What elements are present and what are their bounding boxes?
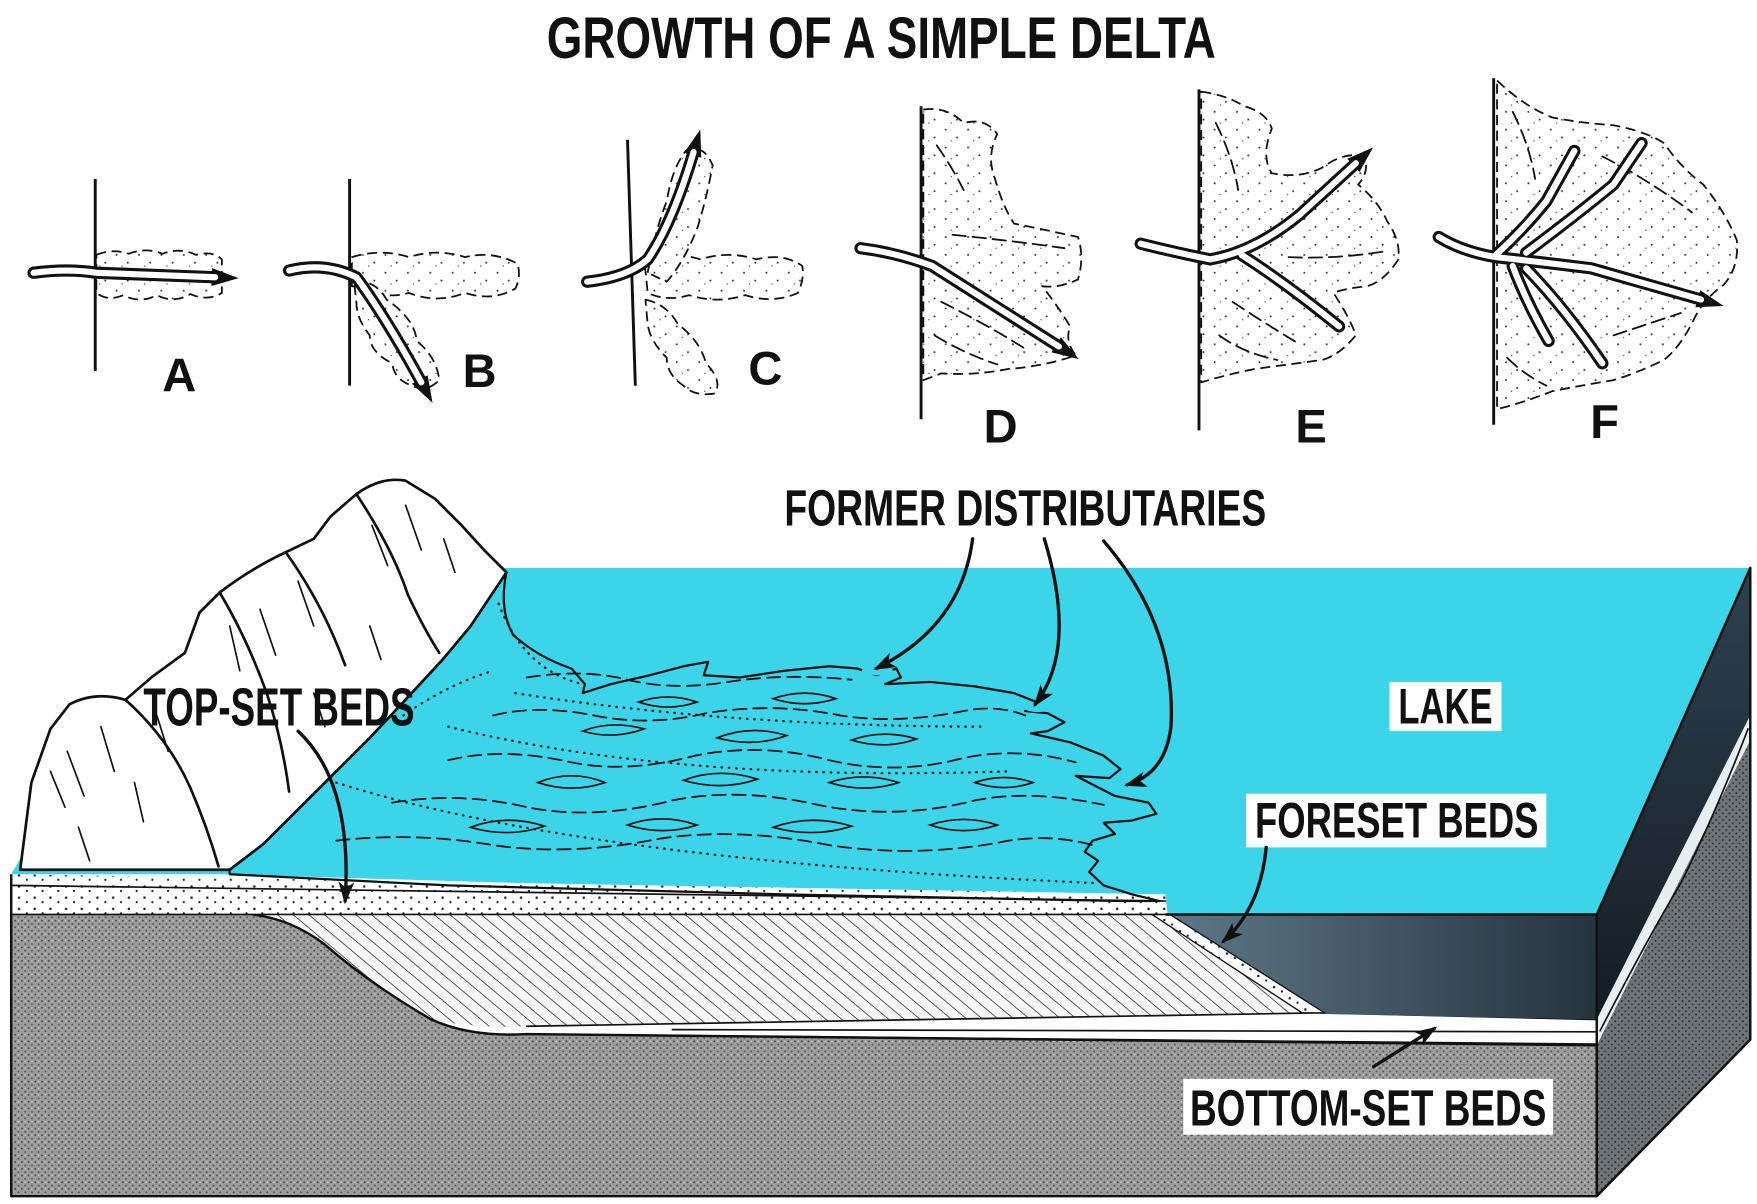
- bottom-set-band-front: [431, 1012, 1597, 1045]
- stage-f-sketch: F: [1432, 78, 1739, 448]
- stage-d-sketch: D: [854, 106, 1083, 453]
- former-distributaries-label: FORMER DISTRIBUTARIES: [784, 478, 1266, 536]
- stage-b-old-lobe: [350, 251, 520, 300]
- stage-e-label: E: [1295, 400, 1326, 453]
- stage-f-label: F: [1590, 395, 1619, 448]
- delta-plain: [228, 571, 1161, 903]
- former-distributaries-arrow-2: [1033, 537, 1061, 707]
- stage-a-river-channel: [30, 267, 219, 281]
- stage-f-branch-2-channel: [1523, 140, 1645, 256]
- mountain-ridge-lines: [124, 492, 441, 868]
- stage-f-texture: [1506, 110, 1693, 387]
- stage-e-river-channel: [1137, 160, 1359, 263]
- top-set-beds-front: [11, 874, 1168, 915]
- stage-c-shoreline: [626, 139, 637, 386]
- stage-d-label: D: [984, 400, 1018, 453]
- bottom-set-beds-label: BOTTOM-SET BEDS: [1190, 1079, 1546, 1137]
- bottom-set-beds-arrow: [1372, 1026, 1438, 1069]
- stage-b-label: B: [463, 344, 497, 397]
- foreset-beds-arrow: [1221, 845, 1268, 944]
- stage-f-river-channel: [1435, 233, 1705, 303]
- foreset-beds-label-box: [1246, 793, 1547, 848]
- side-bedrock-face: [1596, 740, 1751, 1197]
- water-front-face: [1167, 914, 1597, 1020]
- stage-b-sketch: B: [282, 178, 520, 403]
- stage-e-fan: [1200, 90, 1400, 384]
- stage-e-branch-channel: [1238, 251, 1343, 330]
- stage-c-horizontal-lobe: [643, 253, 804, 301]
- stage-c-label: C: [748, 342, 782, 395]
- delta-texture-lenses: [467, 692, 1036, 834]
- stage-a-label: A: [162, 348, 196, 401]
- stage-c-river-channel: [584, 148, 697, 285]
- stage-e-texture: [1214, 122, 1385, 361]
- foreset-beds-front: [252, 914, 1597, 1046]
- bottom-set-beds-label-box: [1183, 1078, 1554, 1135]
- stage-c-lower-lobe: [644, 298, 719, 396]
- stage-d-river-channel: [857, 245, 1062, 350]
- diagram-title: GROWTH OF A SIMPLE DELTA: [547, 6, 1216, 71]
- stage-c-upper-lobe: [646, 148, 714, 283]
- foreset-beds-label: FORESET BEDS: [1255, 791, 1538, 848]
- lake-label-box: [1389, 681, 1502, 732]
- stage-f-fan: [1496, 79, 1739, 411]
- distributary-tip-2: [1024, 703, 1052, 713]
- stage-e-sketch: E: [1134, 89, 1400, 453]
- top-set-beds-arrow: [296, 729, 355, 905]
- delta-texture-dotted: [335, 602, 1100, 885]
- stage-c-sketch: C: [580, 129, 804, 396]
- lake-label: LAKE: [1398, 677, 1492, 734]
- former-distributaries-arrow-1: [873, 537, 975, 671]
- mountain-hatching: [49, 504, 456, 862]
- bedrock-contact-line: [251, 913, 1597, 1047]
- former-distributaries-arrow-3: [1102, 539, 1174, 787]
- top-set-beds-label: TOP-SET BEDS: [143, 678, 414, 738]
- delta-texture-dashed: [335, 672, 1105, 852]
- side-water-face: [1596, 567, 1751, 1020]
- stage-b-river-channel: [286, 264, 425, 386]
- stage-d-texture: [933, 144, 1066, 366]
- stage-f-branch-1-channel: [1492, 147, 1578, 258]
- stage-f-branch-3-channel: [1509, 262, 1552, 345]
- stage-a-sketch: A: [27, 178, 239, 401]
- stage-f-branch-4-channel: [1523, 265, 1606, 367]
- side-face-outline: [1595, 566, 1752, 1198]
- side-band-line: [1599, 728, 1749, 1032]
